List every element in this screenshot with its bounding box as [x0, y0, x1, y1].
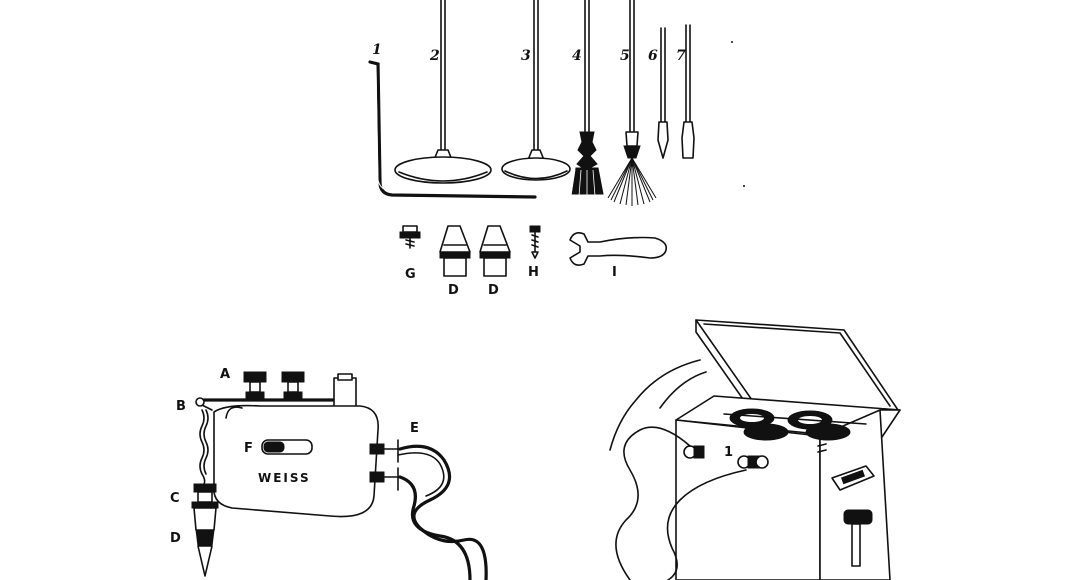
part-g-screw — [399, 225, 421, 249]
speck-marks — [731, 41, 745, 187]
label-d-1: D — [448, 283, 459, 298]
label-g: G — [405, 267, 416, 282]
weiss-device: F WEISS — [170, 367, 488, 580]
slider-f — [261, 439, 313, 455]
hanging-chain — [195, 397, 213, 485]
label-3: 3 — [521, 48, 531, 64]
part-h-bolt — [529, 225, 541, 259]
label-6: 6 — [648, 48, 658, 64]
label-i: I — [612, 265, 617, 280]
label-a: A — [220, 367, 230, 382]
box-front — [675, 419, 821, 580]
box-latch — [843, 509, 873, 567]
part-d-nozzle-2 — [479, 225, 511, 277]
label-2: 2 — [429, 48, 440, 64]
label-1-box: 1 — [724, 445, 733, 460]
box-side — [819, 409, 891, 580]
tools-group: 1 2 3 4 — [368, 0, 745, 298]
label-c: C — [170, 491, 180, 506]
tool-6-pointed-rod — [657, 27, 669, 159]
part-i-wrench — [569, 232, 668, 266]
cords — [397, 444, 488, 580]
label-e: E — [410, 421, 419, 436]
tool-5-fan-rake — [607, 0, 657, 206]
label-4: 4 — [572, 48, 582, 64]
box-cords — [609, 359, 747, 580]
plummet-c-d — [191, 483, 219, 577]
label-5: 5 — [620, 48, 630, 64]
label-7: 7 — [676, 48, 686, 64]
battery-cells — [723, 408, 867, 441]
tool-2-base-rod — [394, 0, 492, 184]
part-d-nozzle-1 — [439, 225, 471, 277]
tool-1-bent-rod — [368, 60, 537, 199]
knob-left — [243, 371, 267, 399]
tool-7-chisel-rod — [681, 24, 695, 159]
tool-3-base-rod — [501, 0, 571, 181]
label-1: 1 — [372, 42, 382, 58]
label-h: H — [528, 265, 539, 280]
label-d-device: D — [170, 531, 181, 546]
label-d-2: D — [488, 283, 499, 298]
box-terminals — [683, 445, 769, 469]
device-body — [213, 404, 379, 518]
terminal-post — [333, 373, 357, 409]
battery-box: 1 — [609, 319, 901, 580]
tool-4-wire-brush — [570, 0, 604, 197]
knob-right — [281, 371, 305, 399]
weiss-brand: WEISS — [258, 471, 311, 485]
label-b: B — [176, 399, 186, 414]
box-handle — [831, 465, 875, 491]
label-f: F — [244, 441, 253, 456]
terminals-e — [369, 439, 401, 491]
